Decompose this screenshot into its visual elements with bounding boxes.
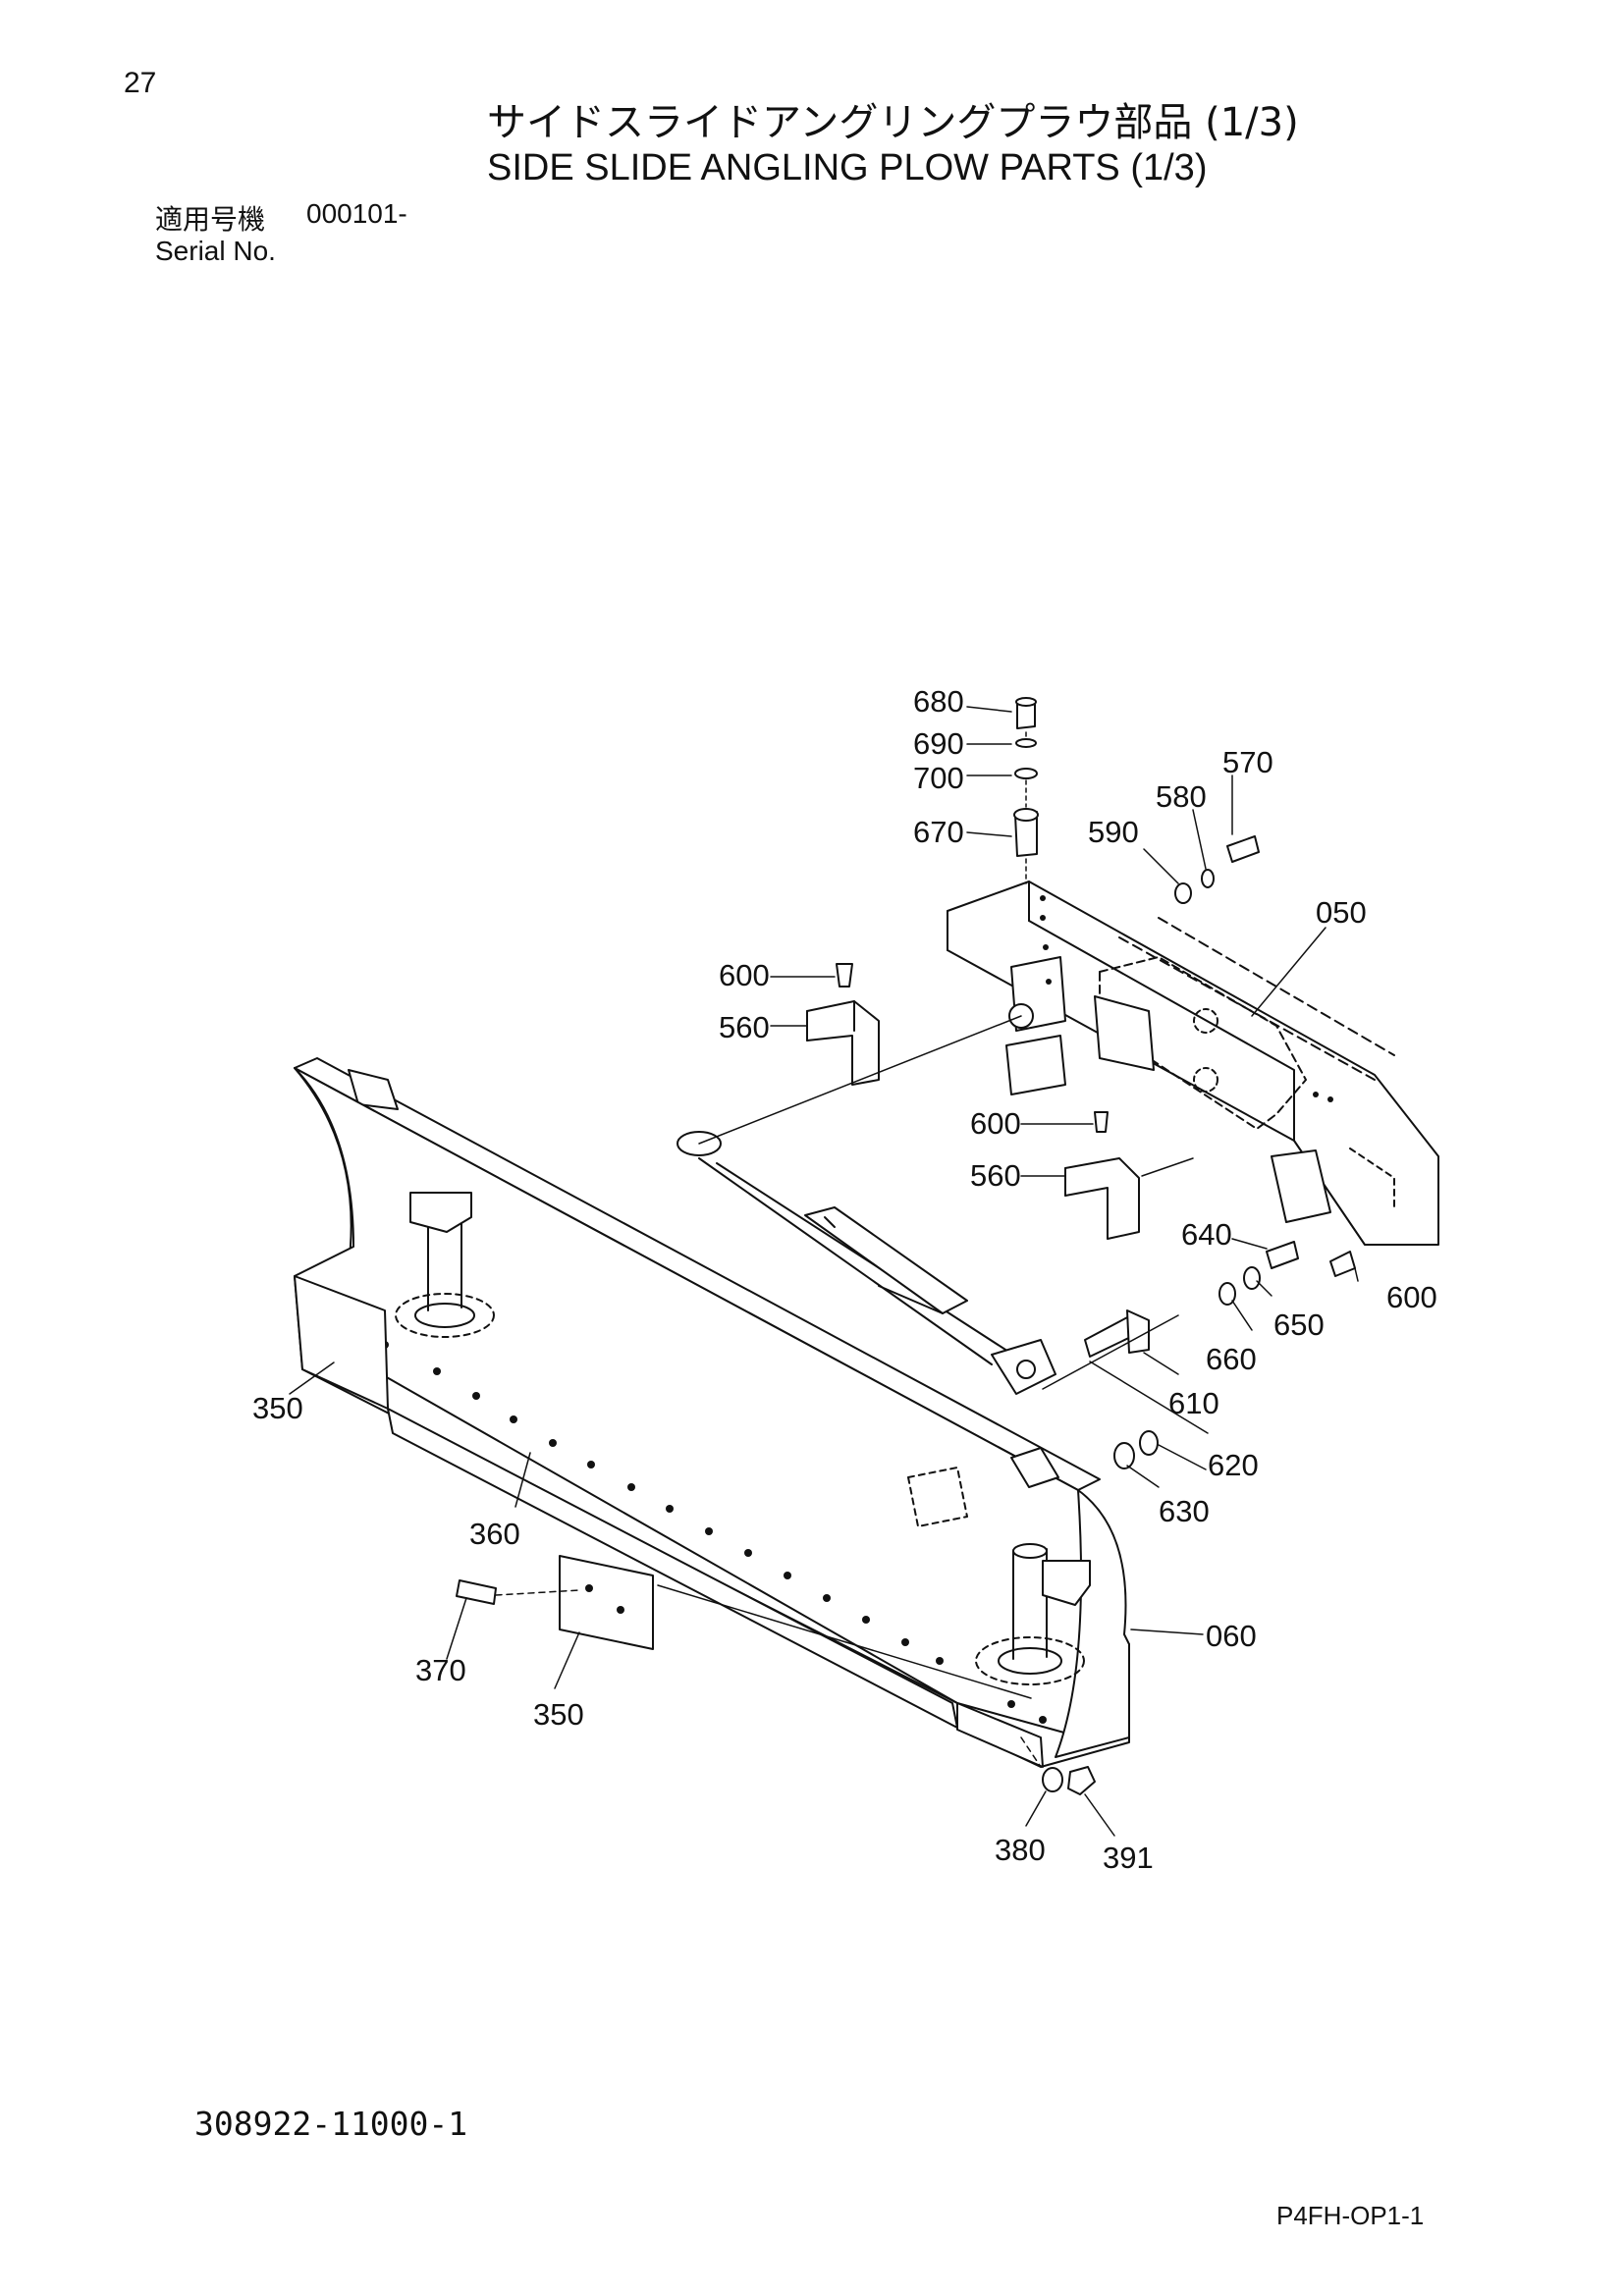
callout-620: 620 [1208,1448,1259,1482]
callout-600-middle: 600 [970,1106,1021,1141]
page-title-japanese: サイドスライドアングリングプラウ部品 (1/3) [487,100,1299,145]
callout-610: 610 [1168,1386,1219,1420]
serial-value: 000101- [306,198,407,229]
hardware-pins [294,697,1356,1795]
callout-391: 391 [1103,1841,1154,1875]
callout-650: 650 [1273,1308,1325,1342]
callout-590: 590 [1088,815,1139,849]
callout-600-right: 600 [1386,1280,1437,1314]
callout-350-lower: 350 [533,1697,584,1732]
page-title-english: SIDE SLIDE ANGLING PLOW PARTS (1/3) [487,147,1208,188]
page-number: 27 [124,67,157,99]
callout-560-lower: 560 [970,1158,1021,1193]
plow-blade [294,1057,1130,1768]
callout-360: 360 [469,1517,520,1551]
slide-block-upper [806,1000,880,1086]
callout-680: 680 [913,684,964,719]
slide-block-lower [1064,1157,1140,1240]
callout-labels: 680 690 700 670 570 580 590 050 600 560 … [252,684,1437,1875]
callout-600-upper: 600 [719,958,770,992]
callout-350-upper: 350 [252,1391,303,1425]
callout-690: 690 [913,726,964,761]
callout-700: 700 [913,761,964,795]
angling-cylinder [677,1131,1056,1395]
callout-leaders [289,706,1359,1837]
callout-630: 630 [1159,1494,1210,1528]
drawing-number: 308922-11000-1 [194,2105,468,2143]
callout-670: 670 [913,815,964,849]
serial-label-english: Serial No. [155,236,276,266]
callout-570: 570 [1222,745,1273,779]
frame-assembly [947,881,1439,1246]
callout-660: 660 [1206,1342,1257,1376]
callout-560-upper: 560 [719,1010,770,1044]
callout-050: 050 [1316,895,1367,930]
serial-label-japanese: 適用号機 [155,203,266,236]
callout-640: 640 [1181,1217,1232,1252]
frame-holes [1040,895,1333,1102]
callout-370: 370 [415,1653,466,1687]
callout-380: 380 [995,1833,1046,1867]
page-code: P4FH-OP1-1 [1276,2201,1425,2230]
callout-060: 060 [1206,1619,1257,1653]
callout-580: 580 [1156,779,1207,814]
leader-lines [495,731,1209,1768]
